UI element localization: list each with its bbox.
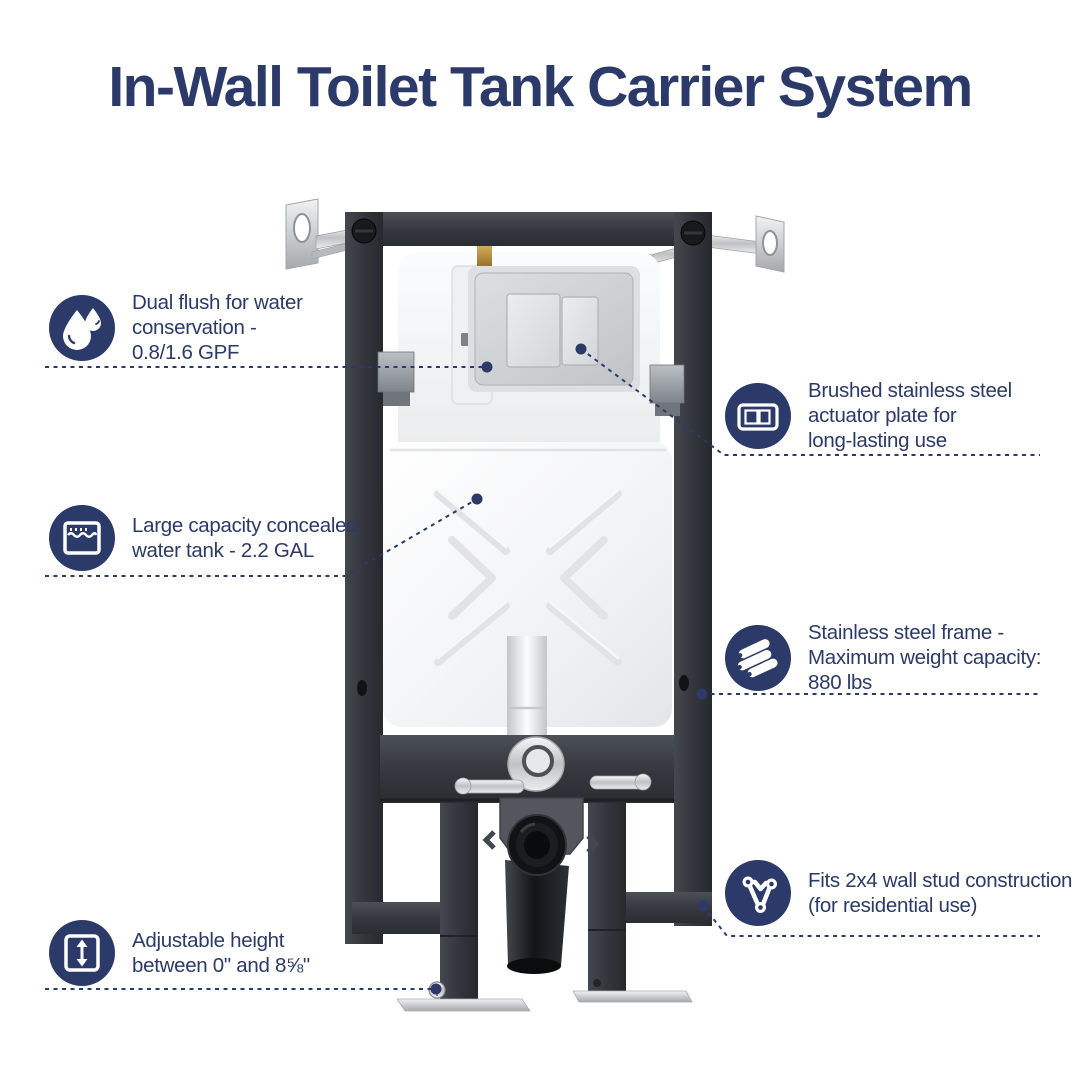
callout-text-water-tank: Large capacity concealed water tank - 2.…	[132, 513, 358, 563]
leader-water-tank	[45, 498, 478, 577]
flush-button-large	[506, 293, 561, 368]
steel-frame	[345, 212, 712, 1000]
water-drops-icon	[49, 294, 115, 361]
callout-adjustable-height: Adjustable height between 0" and 8⅝"	[49, 920, 310, 986]
adjustable-feet	[396, 979, 693, 1012]
flush-pipe	[507, 636, 547, 750]
brass-fitting	[477, 243, 492, 269]
callout-line: Stainless steel frame -	[808, 621, 1004, 644]
callout-actuator-plate: Brushed stainless steel actuator plate f…	[725, 378, 1012, 453]
callout-line: between 0" and 8⅝"	[132, 954, 310, 977]
callout-line: water tank - 2.2 GAL	[132, 539, 315, 562]
leader-wall-stud	[702, 905, 1040, 937]
callout-line: 880 lbs	[808, 671, 873, 694]
height-adjustable-icon	[49, 920, 115, 986]
page-title: In-Wall Toilet Tank Carrier System	[108, 55, 973, 119]
callout-line: long-lasting use	[808, 429, 947, 452]
callout-line: Adjustable height	[132, 929, 285, 952]
callout-wall-stud: Fits 2x4 wall stud construction (for res…	[725, 860, 1072, 926]
callout-text-actuator-plate: Brushed stainless steel actuator plate f…	[808, 378, 1012, 453]
flush-bend-fitting	[507, 736, 565, 792]
callout-text-wall-stud: Fits 2x4 wall stud construction (for res…	[808, 868, 1072, 918]
callout-line: 0.8/1.6 GPF	[132, 341, 240, 364]
mounting-rods	[454, 773, 652, 795]
callout-water-tank: Large capacity concealed water tank - 2.…	[49, 505, 358, 571]
water-tank-icon	[49, 505, 115, 571]
callout-dual-flush: Dual flush for water conservation - 0.8/…	[49, 290, 303, 365]
wall-stud-icon	[725, 860, 791, 926]
drain-elbow-pipe	[482, 797, 600, 974]
frame-leg-left	[440, 798, 478, 1000]
callout-text-steel-frame: Stainless steel frame - Maximum weight c…	[808, 620, 1041, 695]
callout-text-adjustable-height: Adjustable height between 0" and 8⅝"	[132, 928, 310, 978]
actuator-plate-icon	[725, 382, 791, 449]
flush-button-small	[561, 296, 599, 366]
leader-dots	[430, 343, 709, 995]
callout-text-dual-flush: Dual flush for water conservation - 0.8/…	[132, 290, 303, 365]
side-bracket-left	[377, 351, 415, 406]
tank-emboss-pattern	[434, 490, 622, 666]
callout-line: Fits 2x4 wall stud construction	[808, 869, 1073, 892]
callout-line: Brushed stainless steel	[808, 379, 1012, 402]
leader-lines	[45, 348, 1040, 990]
callout-line: actuator plate for	[808, 404, 957, 427]
callout-steel-frame: Stainless steel frame - Maximum weight c…	[725, 620, 1041, 695]
callout-line: Dual flush for water	[132, 291, 303, 314]
callout-line: conservation -	[132, 316, 257, 339]
side-bracket-right	[649, 364, 685, 416]
callout-line: Maximum weight capacity:	[808, 646, 1042, 669]
frame-leg-right	[588, 795, 626, 993]
steel-tubes-icon	[725, 624, 791, 691]
callout-line: Large capacity concealed	[132, 514, 358, 537]
actuator-plate	[468, 266, 640, 392]
callout-line: (for residential use)	[808, 894, 978, 917]
